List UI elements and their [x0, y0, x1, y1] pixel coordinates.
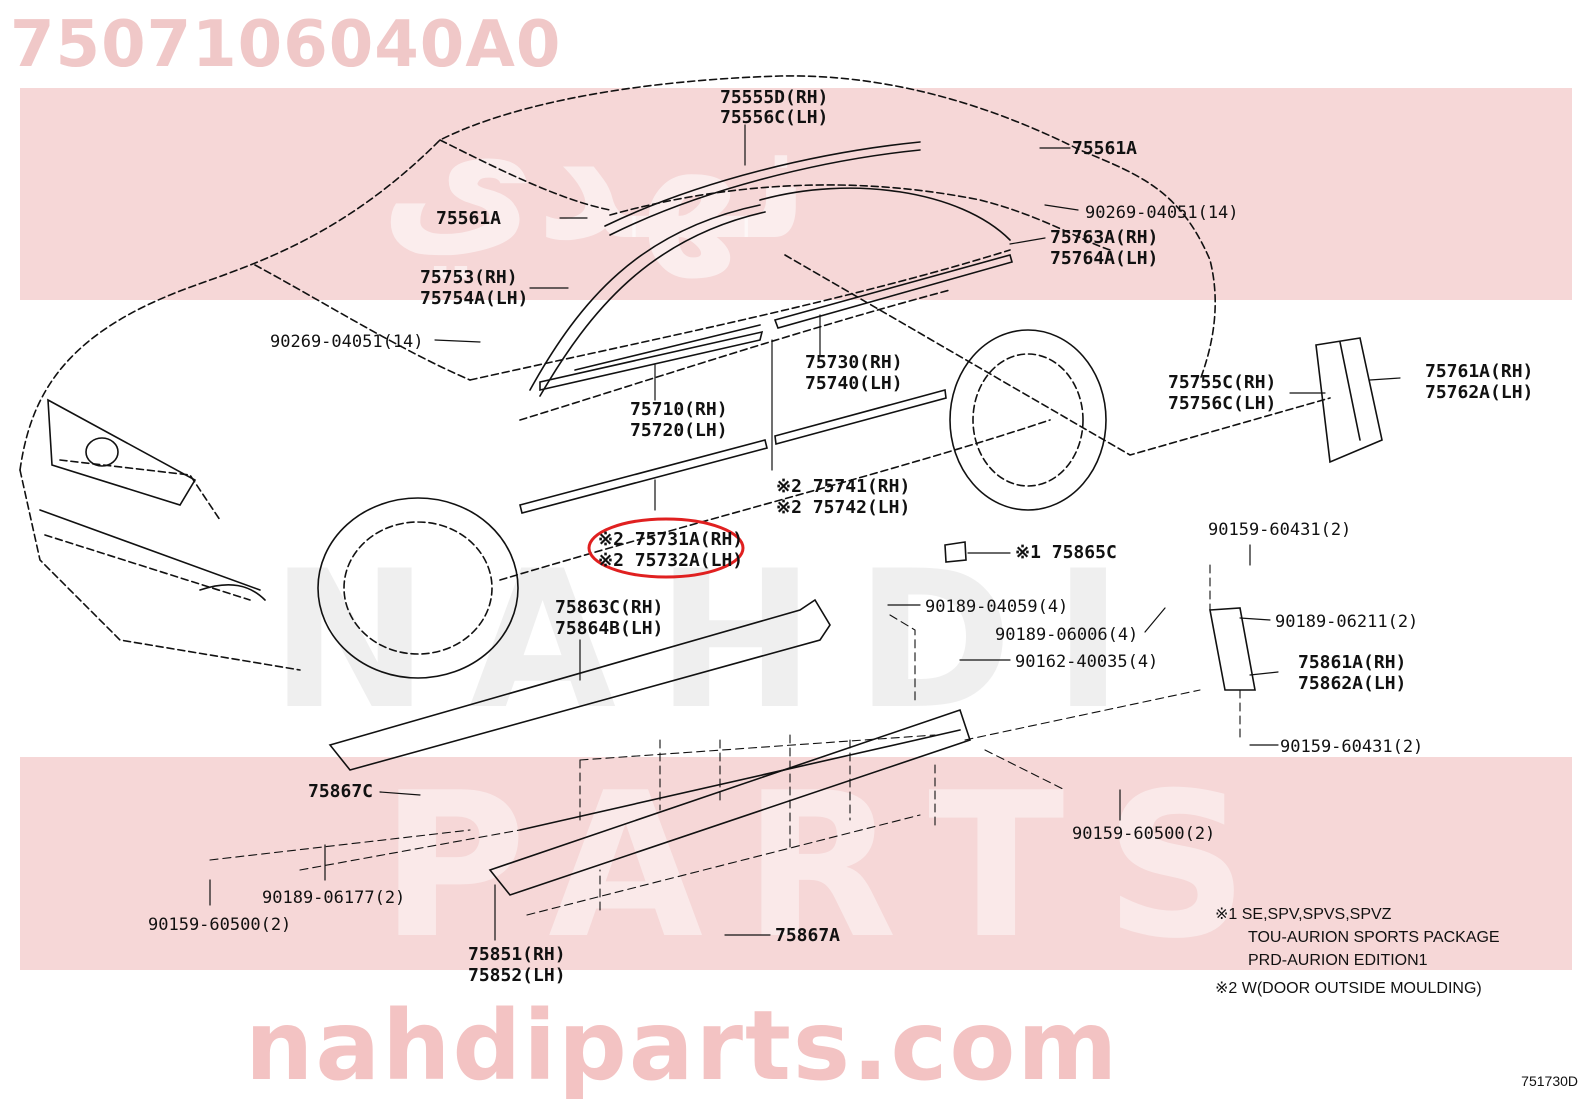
label-75867A: 75867A — [775, 925, 841, 946]
label-75556C: 75556C(LH) — [720, 107, 829, 128]
highlight-circle — [587, 517, 745, 579]
label-75865C: ※1 75865C — [1015, 542, 1117, 563]
label-75740: 75740(LH) — [805, 373, 903, 394]
label-75741: ※2 75741(RH) — [776, 476, 911, 497]
label-75852: 75852(LH) — [468, 965, 566, 986]
label-75754A: 75754A(LH) — [420, 288, 529, 309]
label-75764A: 75764A(LH) — [1050, 248, 1159, 269]
label-90189-06006: 90189-06006(4) — [995, 625, 1139, 645]
label-75710: 75710(RH) — [630, 399, 728, 420]
label-90159-60500-right: 90159-60500(2) — [1072, 824, 1216, 844]
label-90269-left: 90269-04051(14) — [270, 332, 424, 352]
label-75851: 75851(RH) — [468, 944, 566, 965]
label-90269-right: 90269-04051(14) — [1085, 203, 1239, 223]
note-2-line-1: ※2 W(DOOR OUTSIDE MOULDING) — [1215, 980, 1482, 997]
mouldings — [519, 141, 1383, 514]
diagram-code: 751730D — [1521, 1073, 1578, 1089]
label-90189-04059: 90189-04059(4) — [925, 597, 1069, 617]
label-75730: 75730(RH) — [805, 352, 903, 373]
watermark-band-top — [20, 88, 1572, 300]
wheels — [317, 329, 1107, 679]
watermark-parts: PARTS — [380, 750, 1289, 983]
label-75555D: 75555D(RH) — [720, 87, 829, 108]
label-90159-60431-bottom: 90159-60431(2) — [1280, 737, 1424, 757]
watermark-nahdi: NAHDI — [270, 530, 1164, 751]
front-grille — [39, 398, 266, 601]
note-1-line-1: ※1 SE,SPV,SPVS,SPVZ — [1215, 906, 1392, 923]
car-body-outline — [19, 75, 1331, 671]
rocker-panels — [328, 541, 1256, 896]
label-75753: 75753(RH) — [420, 267, 518, 288]
label-75867C: 75867C — [308, 781, 374, 802]
website-watermark: nahdiparts.com — [245, 990, 1120, 1102]
label-75761A: 75761A(RH) — [1425, 361, 1534, 382]
label-75561A-left: 75561A — [436, 208, 502, 229]
label-90189-06211: 90189-06211(2) — [1275, 612, 1419, 632]
guide-lines — [209, 564, 1241, 916]
label-75755C: 75755C(RH) — [1168, 372, 1277, 393]
label-75756C: 75756C(LH) — [1168, 393, 1277, 414]
watermark-band-bottom — [20, 757, 1572, 970]
label-90189-06177: 90189-06177(2) — [262, 888, 406, 908]
label-90159-60431-top: 90159-60431(2) — [1208, 520, 1352, 540]
label-75763A: 75763A(RH) — [1050, 227, 1159, 248]
label-75862A: 75862A(LH) — [1298, 673, 1407, 694]
label-75742: ※2 75742(LH) — [776, 497, 911, 518]
label-75864B: 75864B(LH) — [555, 618, 664, 639]
label-75732A: ※2 75732A(LH) — [598, 550, 744, 571]
label-75720: 75720(LH) — [630, 420, 728, 441]
label-90159-60500-left: 90159-60500(2) — [148, 915, 292, 935]
label-75861A: 75861A(RH) — [1298, 652, 1407, 673]
note-1-line-3: PRD-AURION EDITION1 — [1248, 952, 1428, 969]
part-number-watermark: 7507106040A0 — [10, 8, 562, 82]
label-75561A-right: 75561A — [1072, 138, 1138, 159]
label-75731A: ※2 75731A(RH) — [598, 529, 744, 550]
note-1-line-2: TOU-AURION SPORTS PACKAGE — [1248, 929, 1500, 946]
leader-lines — [209, 124, 1401, 941]
label-75863C: 75863C(RH) — [555, 597, 664, 618]
label-90162-40035: 90162-40035(4) — [1015, 652, 1159, 672]
label-75762A: 75762A(LH) — [1425, 382, 1534, 403]
